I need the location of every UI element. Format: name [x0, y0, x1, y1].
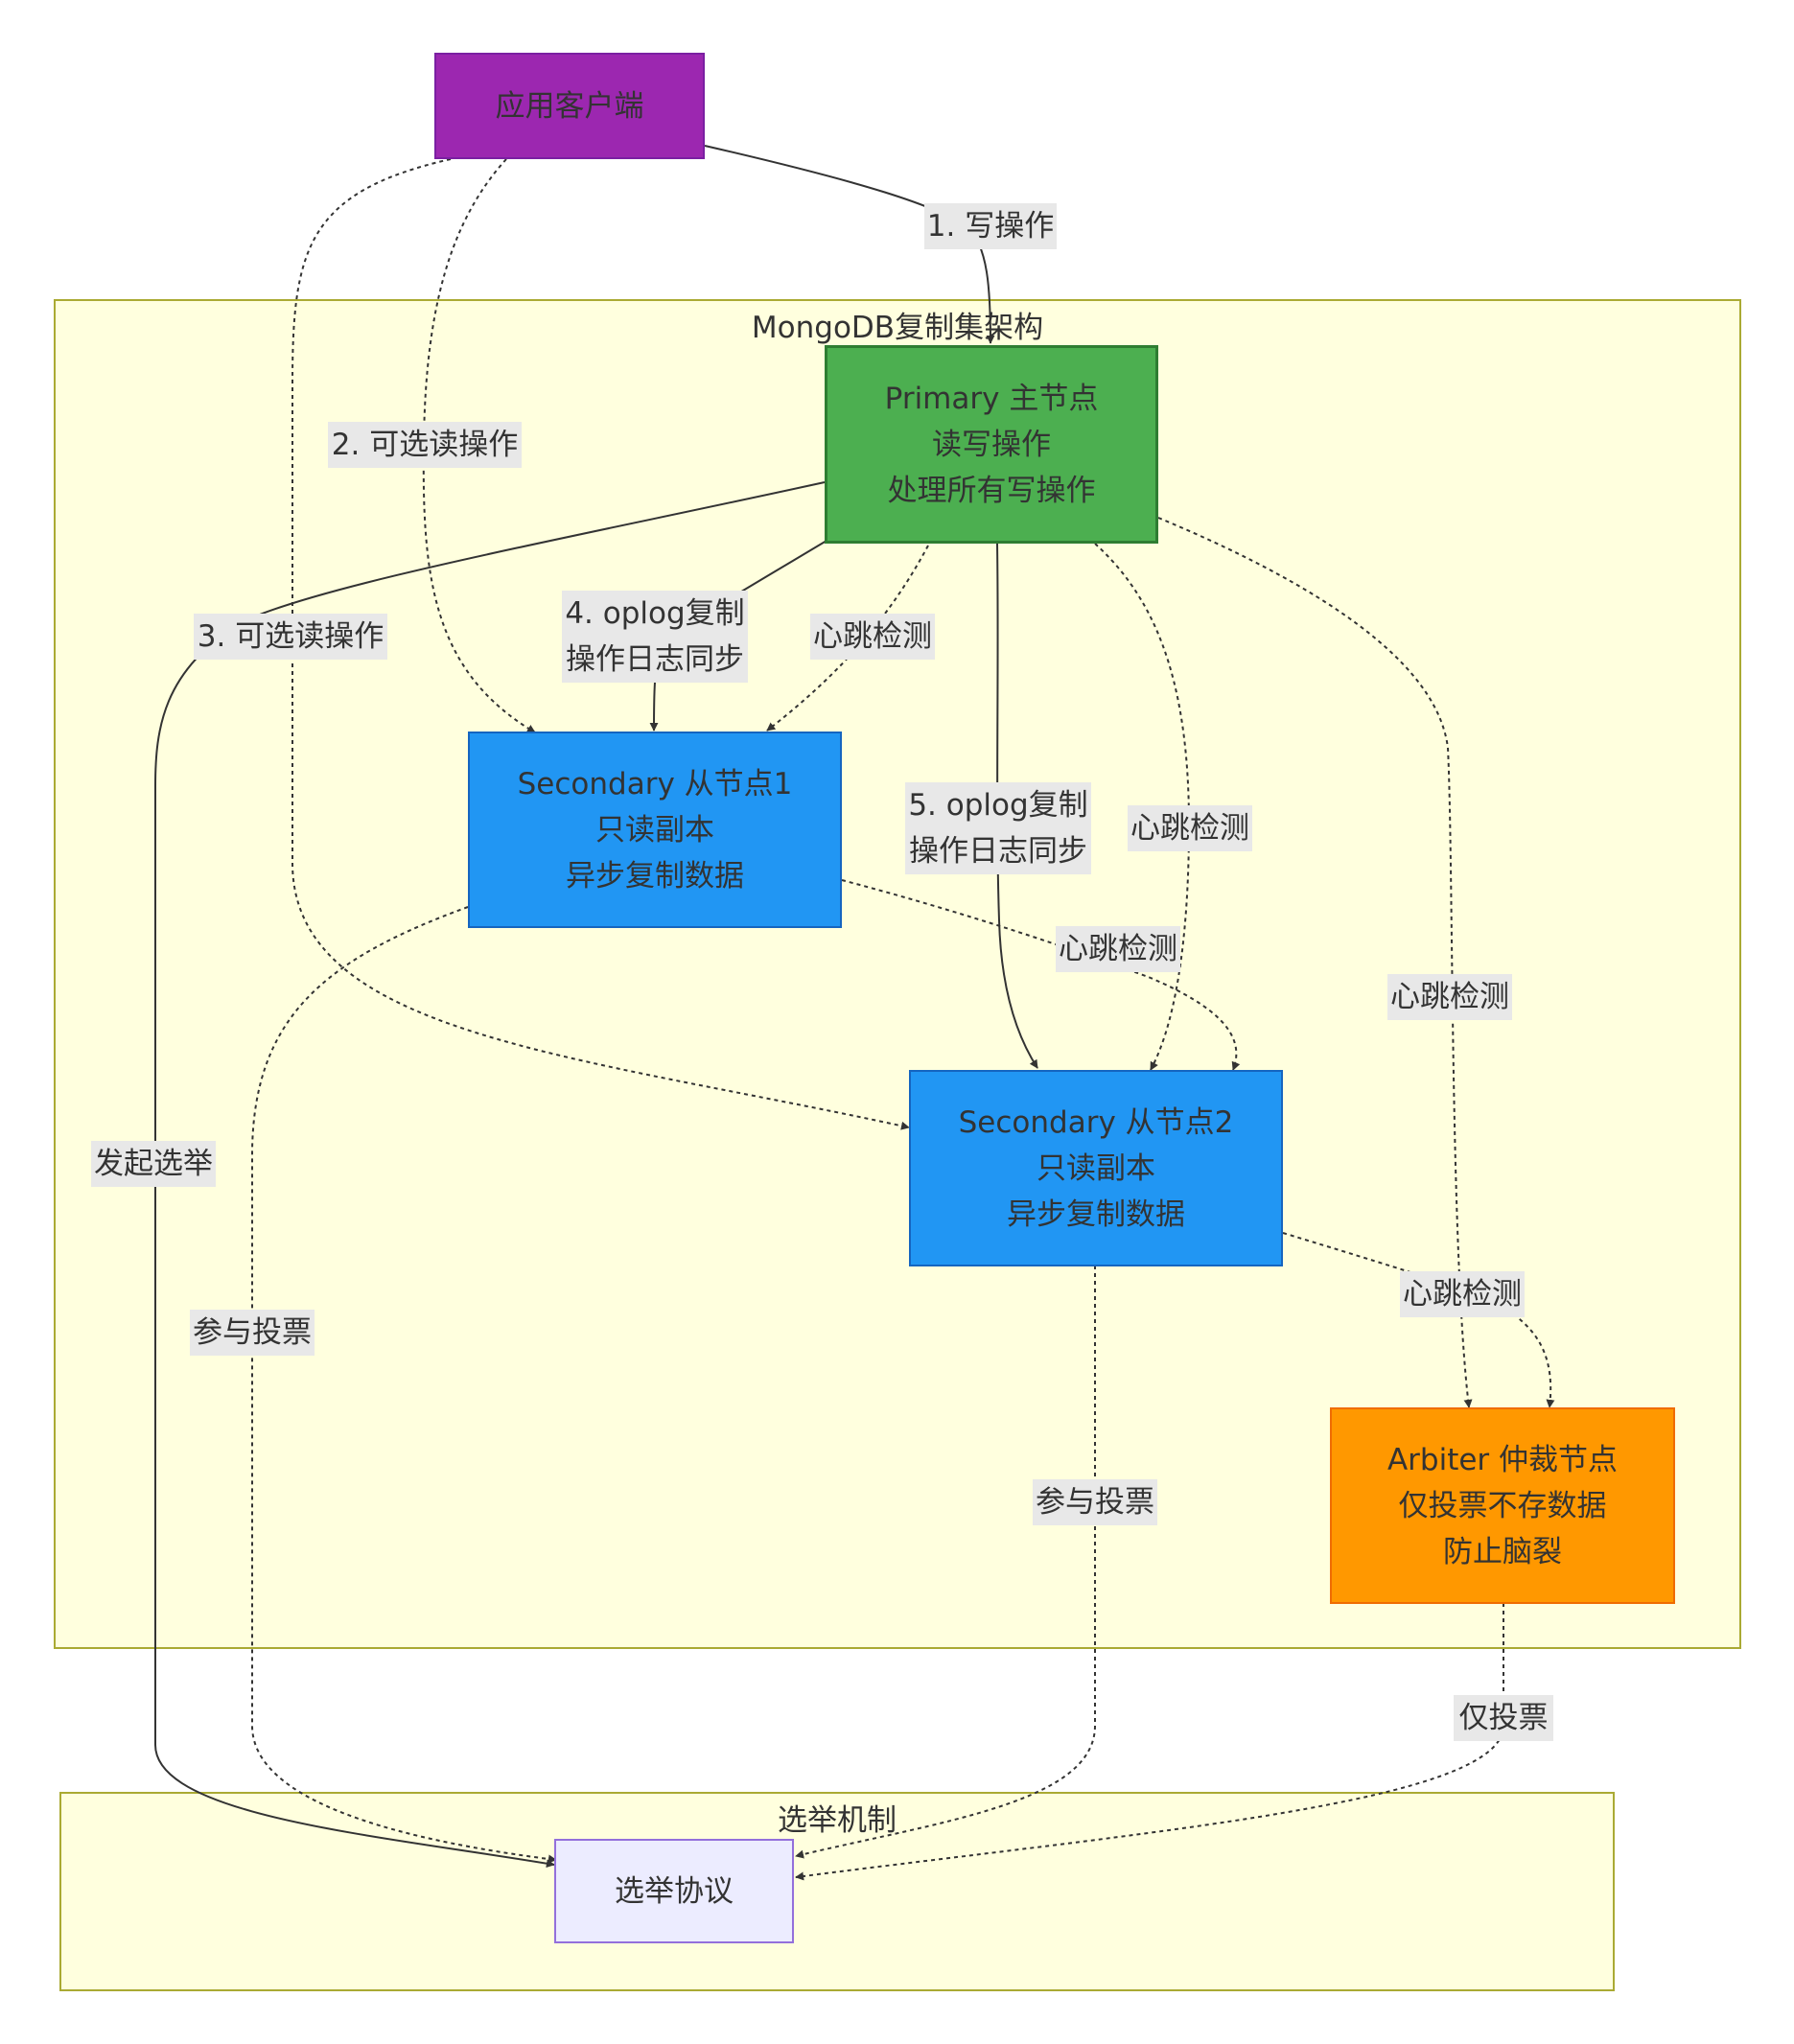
secondary2-node[interactable]: Secondary 从节点2 只读副本 异步复制数据 [909, 1070, 1283, 1266]
edge-label-vote-s2-text: 参与投票 [1036, 1485, 1154, 1520]
edge-label-hb-s2-arb-text: 心跳检测 [1403, 1277, 1522, 1312]
edge-label-read-s2: 3. 可选读操作 [194, 614, 387, 660]
edge-oplog-s2 [996, 543, 1038, 1069]
edge-label-hb-p-s1-text: 心跳检测 [813, 619, 932, 654]
edge-label-oplog-s1-line2: 操作日志同步 [566, 642, 744, 677]
edge-label-write-text: 1. 写操作 [926, 209, 1055, 244]
secondary1-node-desc: 异步复制数据 [566, 858, 744, 894]
secondary2-node-title: Secondary 从节点2 [958, 1104, 1234, 1140]
edge-label-hb-p-s1: 心跳检测 [810, 614, 935, 660]
edge-label-oplog-s1: 4. oplog复制 操作日志同步 [562, 591, 748, 683]
edge-hb-s2-arb [1282, 1232, 1555, 1408]
edge-label-vote-arb: 仅投票 [1454, 1695, 1553, 1741]
edge-vote-s1 [251, 906, 557, 1864]
edge-label-hb-s1-s2: 心跳检测 [1056, 926, 1180, 972]
edge-label-read-s2-text: 3. 可选读操作 [197, 619, 384, 654]
edge-label-read-s1: 2. 可选读操作 [328, 422, 522, 468]
edge-label-elect: 发起选举 [91, 1141, 216, 1187]
edge-label-elect-text: 发起选举 [94, 1147, 213, 1181]
edge-label-vote-s1: 参与投票 [190, 1310, 315, 1356]
edge-label-oplog-s1-line1: 4. oplog复制 [565, 596, 745, 631]
edge-vote-s2 [795, 1266, 1096, 1859]
election-cluster-title: 选举机制 [778, 1803, 897, 1838]
edge-label-vote-arb-text: 仅投票 [1458, 1701, 1549, 1735]
primary-node-desc: 处理所有写操作 [887, 473, 1096, 508]
edge-label-read-s1-text: 2. 可选读操作 [331, 428, 519, 462]
edge-label-oplog-s2-line1: 5. oplog复制 [908, 788, 1088, 823]
edge-label-hb-p-s2-text: 心跳检测 [1130, 811, 1249, 846]
edge-read-client-s2 [291, 158, 910, 1130]
secondary1-node[interactable]: Secondary 从节点1 只读副本 异步复制数据 [468, 732, 842, 928]
edge-hb-p-s2 [1094, 543, 1191, 1071]
edge-label-hb-p-s2: 心跳检测 [1128, 805, 1252, 851]
arbiter-node[interactable]: Arbiter 仲裁节点 仅投票不存数据 防止脑裂 [1330, 1407, 1675, 1604]
secondary2-node-role: 只读副本 [1037, 1150, 1155, 1186]
edge-label-hb-p-arb: 心跳检测 [1387, 974, 1512, 1020]
primary-node[interactable]: Primary 主节点 读写操作 处理所有写操作 [825, 345, 1158, 544]
arbiter-node-title: Arbiter 仲裁节点 [1386, 1442, 1619, 1477]
secondary1-node-role: 只读副本 [595, 812, 714, 848]
edge-hb-p-arb [1157, 517, 1473, 1408]
edge-label-vote-s2: 参与投票 [1033, 1479, 1157, 1525]
edge-label-oplog-s2: 5. oplog复制 操作日志同步 [905, 782, 1091, 874]
edge-label-hb-p-arb-text: 心跳检测 [1390, 980, 1509, 1014]
election-protocol-node[interactable]: 选举协议 [554, 1839, 794, 1943]
primary-node-title: Primary 主节点 [884, 381, 1099, 416]
arbiter-node-desc: 防止脑裂 [1443, 1534, 1562, 1569]
edge-vote-arb [795, 1603, 1504, 1881]
client-node[interactable]: 应用客户端 [434, 53, 705, 159]
secondary2-node-desc: 异步复制数据 [1007, 1196, 1185, 1232]
edge-label-hb-s1-s2-text: 心跳检测 [1059, 932, 1177, 966]
election-protocol-node-label: 选举协议 [615, 1873, 734, 1909]
edge-label-oplog-s2-line2: 操作日志同步 [909, 834, 1087, 869]
edge-read-s2 [154, 481, 826, 1869]
edge-label-hb-s2-arb: 心跳检测 [1400, 1271, 1525, 1317]
edge-label-write: 1. 写操作 [924, 203, 1057, 249]
edge-label-vote-s1-text: 参与投票 [193, 1315, 312, 1350]
secondary1-node-title: Secondary 从节点1 [517, 766, 793, 801]
client-node-label: 应用客户端 [495, 88, 644, 124]
primary-node-role: 读写操作 [932, 427, 1051, 462]
election-cluster: 选举机制 [59, 1792, 1615, 1991]
edge-hb-s1-s2 [841, 879, 1241, 1071]
arbiter-node-role: 仅投票不存数据 [1398, 1488, 1607, 1523]
